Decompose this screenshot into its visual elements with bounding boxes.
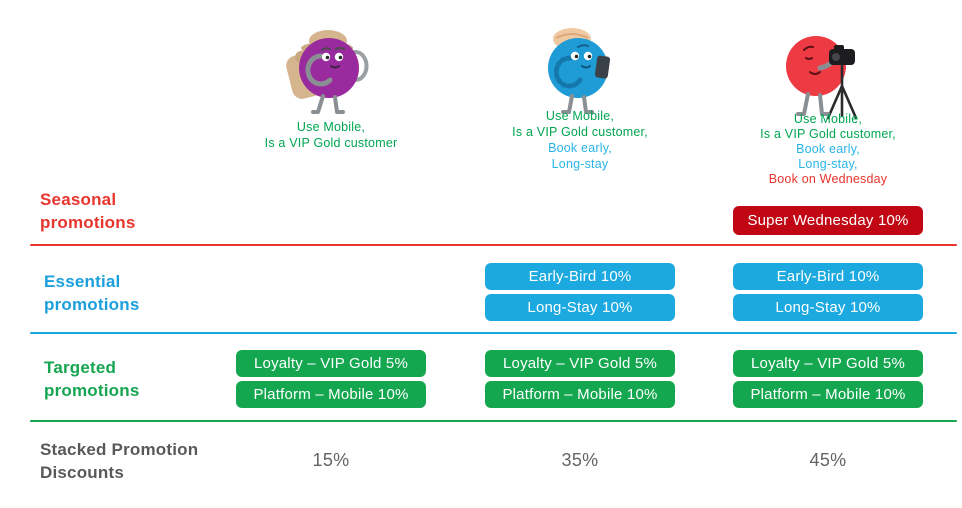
super-wednesday-badge: Super Wednesday 10% (733, 206, 923, 235)
trait-line: Long-stay (551, 157, 609, 171)
trait-line: Book early, (796, 142, 860, 156)
persona-3-traits: Use Mobile, Is a VIP Gold customer, Book… (708, 112, 948, 187)
stacked-promotion-discounts-label: Stacked Promotion Discounts (40, 440, 199, 482)
trait-line: Is a VIP Gold customer, (760, 127, 896, 141)
loyalty-vip-gold-badge: Loyalty – VIP Gold 5% (236, 350, 426, 377)
explorer-character-icon (286, 30, 369, 114)
targeted-promotions-label: Targeted promotions (44, 358, 140, 400)
trait-line: Book on Wednesday (768, 172, 888, 186)
mobile-user-character-icon (548, 28, 611, 114)
long-stay-badge: Long-Stay 10% (733, 294, 923, 321)
stacked-discount-value-3: 45% (809, 450, 847, 470)
trait-line: Is a VIP Gold customer (264, 136, 398, 150)
seasonal-divider-line (30, 244, 957, 246)
platform-mobile-badge: Platform – Mobile 10% (236, 381, 426, 408)
photographer-character-icon (786, 36, 858, 120)
platform-mobile-badge: Platform – Mobile 10% (485, 381, 675, 408)
loyalty-vip-gold-badge: Loyalty – VIP Gold 5% (733, 350, 923, 377)
early-bird-badge: Early-Bird 10% (733, 263, 923, 290)
stacked-discount-value-2: 35% (561, 450, 599, 470)
trait-line: Use Mobile, (793, 112, 863, 126)
trait-line: Book early, (548, 141, 612, 155)
loyalty-vip-gold-badge: Loyalty – VIP Gold 5% (485, 350, 675, 377)
persona-1-traits: Use Mobile, Is a VIP Gold customer (211, 119, 451, 151)
targeted-divider-line (30, 420, 957, 422)
trait-line: Use Mobile, (296, 120, 366, 134)
trait-line: Is a VIP Gold customer, (512, 125, 648, 139)
essential-divider-line (30, 332, 957, 334)
essential-promotions-label: Essential promotions (44, 272, 140, 314)
trait-line: Long-stay, (798, 157, 858, 171)
seasonal-promotions-label: Seasonal promotions (40, 190, 136, 232)
platform-mobile-badge: Platform – Mobile 10% (733, 381, 923, 408)
stacked-discount-value-1: 15% (312, 450, 350, 470)
trait-line: Use Mobile, (545, 109, 615, 123)
long-stay-badge: Long-Stay 10% (485, 294, 675, 321)
persona-2-traits: Use Mobile, Is a VIP Gold customer, Book… (460, 108, 700, 172)
early-bird-badge: Early-Bird 10% (485, 263, 675, 290)
